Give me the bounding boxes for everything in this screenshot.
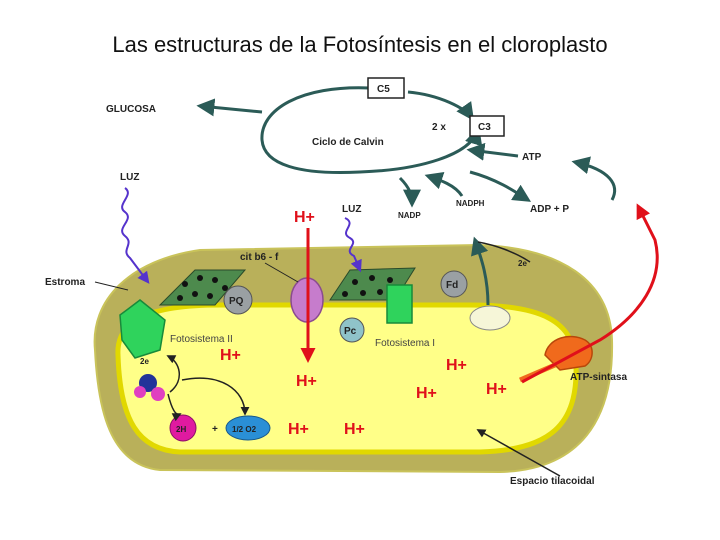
espacio-tilacoidal-arrow (476, 429, 561, 477)
calvin-to-nadp-arrow (398, 176, 421, 208)
atp-label: ATP (522, 152, 542, 163)
two-h-molecule (169, 414, 197, 442)
slide-title: Las estructuras de la Fotosíntesis en el… (112, 32, 608, 57)
half-o2-molecule (225, 415, 271, 441)
c3-label: C3 (478, 122, 491, 133)
h-plus-4: H+ (416, 385, 437, 402)
grana-left-dots (177, 275, 228, 301)
pc-label: Pc (344, 326, 357, 337)
two-h-label: 2H (176, 425, 186, 434)
grana-right-dots (342, 275, 393, 297)
c5-label: C5 (377, 84, 390, 95)
h-plus-1: H+ (220, 347, 241, 364)
glucosa-arrow (196, 98, 263, 117)
calvin-c5-arrow (407, 90, 475, 121)
estroma-label: Estroma (45, 277, 85, 288)
nadph-to-calvin-arrow (424, 172, 464, 197)
water-to-2h-arrow (167, 393, 182, 422)
fd-molecule (440, 270, 468, 298)
two-x-label: 2 x (432, 122, 446, 133)
c3-box (469, 115, 505, 137)
fotosistema-1-label: Fotosistema I (375, 338, 435, 349)
fotosistema-2-label: Fotosistema II (170, 334, 233, 345)
adp-to-atp-loop (571, 156, 617, 201)
two-e-left-label: 2e (140, 357, 149, 366)
luz-wave-1 (121, 187, 150, 284)
h-plus-3: H+ (446, 357, 467, 374)
water-to-o2-arrow (181, 377, 250, 416)
h-plus-7: H+ (344, 421, 365, 438)
fd-label: Fd (446, 280, 458, 291)
pc-molecule (339, 317, 365, 343)
luz-wave-2 (344, 217, 362, 273)
manganese-cluster-3 (134, 386, 146, 398)
c5-box (367, 77, 405, 99)
plus-sign: + (212, 424, 218, 435)
h-plus-6: H+ (288, 421, 309, 438)
two-e-right-label: 2e (518, 259, 527, 268)
luz-label-1: LUZ (120, 172, 139, 183)
nadp-label: NADP (398, 211, 421, 220)
fd-to-nadp-arrow (477, 241, 531, 263)
calvin-to-adp-arrow (469, 170, 532, 202)
ciclo-calvin-label: Ciclo de Calvin (312, 137, 384, 148)
luz-label-2: LUZ (342, 204, 361, 215)
h-plus-5: H+ (486, 381, 507, 398)
nadp-reductase (469, 305, 511, 331)
photosystem-2 (119, 299, 166, 359)
atp-synthase-output-arrow (521, 203, 659, 384)
electron-to-psii-arrow (166, 355, 180, 393)
cit-b6f-label: cit b6 - f (240, 252, 279, 263)
pq-molecule (223, 285, 253, 315)
h-plus-2: H+ (296, 373, 317, 390)
h-plus-top: H+ (294, 209, 315, 226)
pq-label: PQ (229, 296, 244, 307)
nadph-label: NADPH (456, 199, 485, 208)
half-o2-label: 1/2 O2 (232, 425, 257, 434)
photosystem-1 (386, 284, 413, 324)
glucosa-label: GLUCOSA (106, 104, 156, 115)
atp-to-calvin-arrow (466, 142, 519, 161)
espacio-tilacoidal-label: Espacio tilacoidal (510, 476, 595, 487)
adp-label: ADP + P (530, 204, 569, 215)
atp-sintasa-label: ATP-sintasa (570, 372, 627, 383)
calvin-cycle-loop (260, 86, 483, 174)
manganese-cluster-2 (151, 387, 165, 401)
nadp-reductase-arrow (471, 236, 490, 306)
